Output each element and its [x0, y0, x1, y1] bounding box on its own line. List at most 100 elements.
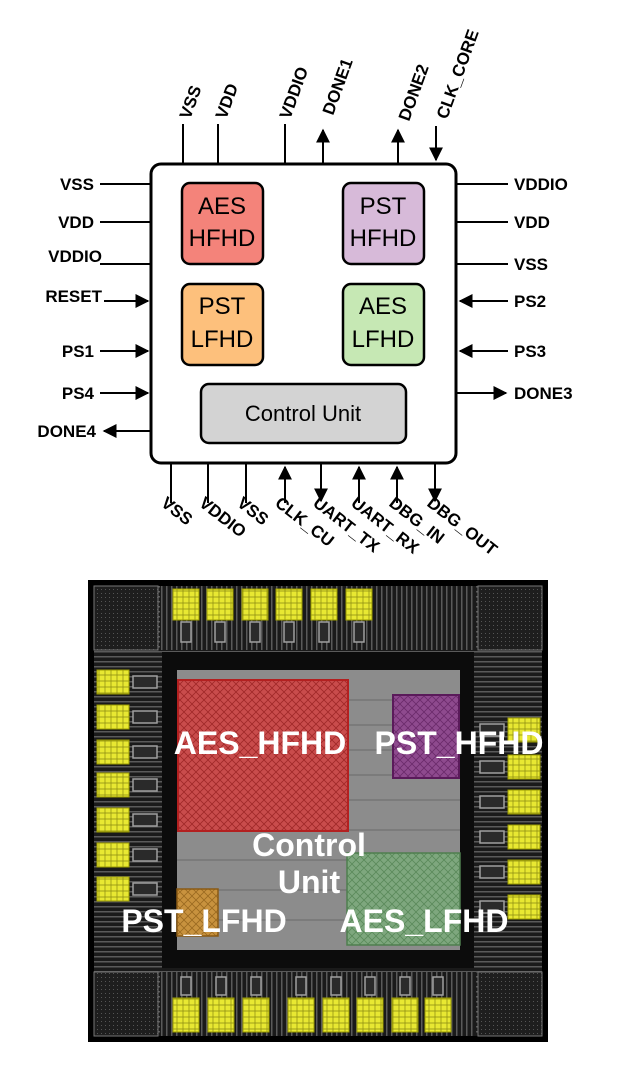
schematic: VSS VDD VDDIO DONE1 DONE2 CLK_CORE VSS V… — [37, 27, 572, 560]
right-pin-ps2: PS2 — [514, 292, 546, 311]
block-pst-lfhd-line2: LFHD — [191, 326, 254, 353]
pad-left-6 — [96, 876, 130, 902]
left-pin-vddio: VDDIO — [48, 247, 102, 266]
pad-cell-right-4 — [479, 865, 505, 879]
left-pin-vdd: VDD — [58, 213, 94, 232]
layout-label-aes-hfhd: AES_HFHD — [174, 725, 346, 761]
block-aes-lfhd-line1: AES — [359, 293, 407, 320]
pad-right-2 — [507, 789, 541, 815]
block-aes-hfhd — [180, 181, 265, 266]
layout-label-pst-lfhd: PST_LFHD — [121, 903, 286, 939]
top-pin-done1: DONE1 — [319, 56, 357, 118]
pad-cell-left-0 — [132, 675, 158, 689]
top-pin-clk-core: CLK_CORE — [433, 27, 483, 121]
pad-top-1 — [206, 588, 234, 621]
left-pin-vss: VSS — [60, 175, 94, 194]
top-pin-vdd: VDD — [212, 81, 242, 121]
pad-cell-right-2 — [479, 795, 505, 809]
pad-right-4 — [507, 859, 541, 885]
layout-pst-lfhd-region — [176, 888, 219, 937]
pad-cell-bottom-7 — [432, 976, 444, 996]
pad-right-5 — [507, 894, 541, 920]
left-pin-done4: DONE4 — [37, 422, 96, 441]
layout-corner-tr — [477, 585, 543, 651]
pad-cell-bottom-2 — [250, 976, 262, 996]
pad-cell-right-3 — [479, 830, 505, 844]
block-control-unit-label: Control Unit — [245, 401, 361, 426]
layout-bond-pads — [96, 588, 541, 1033]
right-pin-done3: DONE3 — [514, 384, 573, 403]
pad-left-4 — [96, 807, 130, 833]
block-aes-hfhd-line1: AES — [198, 193, 246, 220]
right-pin-vss: VSS — [514, 255, 548, 274]
pad-left-1 — [96, 704, 130, 730]
pad-cell-right-0 — [479, 723, 505, 737]
top-pin-done2: DONE2 — [395, 62, 433, 124]
pad-cell-bottom-6 — [399, 976, 411, 996]
pad-right-1 — [507, 754, 541, 780]
layout-corner-bl — [93, 971, 159, 1037]
pad-top-0 — [172, 588, 200, 621]
bottom-pin-vss1: VSS — [158, 493, 197, 529]
block-control-unit — [199, 382, 408, 445]
pad-bottom-0 — [172, 997, 200, 1033]
layout-label-control-1: Control — [252, 827, 366, 863]
layout-pst-hfhd-region — [392, 694, 460, 779]
pad-cell-left-6 — [132, 882, 158, 896]
pad-cell-top-4 — [318, 621, 330, 643]
block-aes-hfhd-line2: HFHD — [189, 225, 256, 252]
pad-bottom-1 — [207, 997, 235, 1033]
pad-top-5 — [345, 588, 373, 621]
layout-label-pst-hfhd: PST_HFHD — [375, 725, 544, 761]
pad-bottom-3 — [287, 997, 315, 1033]
layout-aes-hfhd-region — [177, 679, 349, 832]
layout-aes-lfhd-region — [346, 852, 461, 946]
pad-left-3 — [96, 772, 130, 798]
block-pst-hfhd-line1: PST — [360, 193, 407, 220]
pad-cell-left-4 — [132, 813, 158, 827]
pad-cell-right-1 — [479, 760, 505, 774]
pad-top-4 — [310, 588, 338, 621]
pad-cell-bottom-1 — [215, 976, 227, 996]
right-pin-ps3: PS3 — [514, 342, 546, 361]
top-pin-vddio: VDDIO — [276, 64, 312, 121]
pad-top-3 — [275, 588, 303, 621]
pad-cell-bottom-0 — [180, 976, 192, 996]
block-pst-lfhd-line1: PST — [199, 293, 246, 320]
pad-cell-left-5 — [132, 848, 158, 862]
pad-cell-bottom-5 — [364, 976, 376, 996]
pad-right-0 — [507, 717, 541, 743]
layout-corner-tl — [93, 585, 159, 651]
pad-bottom-4 — [322, 997, 350, 1033]
pad-cell-top-3 — [283, 621, 295, 643]
layout-label-control-2: Unit — [278, 864, 341, 900]
pad-right-3 — [507, 824, 541, 850]
layout-label-aes-lfhd: AES_LFHD — [340, 903, 509, 939]
block-pst-lfhd — [180, 282, 265, 367]
pad-cell-left-1 — [132, 710, 158, 724]
pad-cell-top-2 — [249, 621, 261, 643]
pad-top-2 — [241, 588, 269, 621]
pad-cell-bottom-3 — [295, 976, 307, 996]
pad-left-0 — [96, 669, 130, 695]
top-pin-vss: VSS — [176, 83, 205, 121]
pad-cell-left-2 — [132, 745, 158, 759]
pad-cell-bottom-4 — [330, 976, 342, 996]
pad-bottom-7 — [424, 997, 452, 1033]
pad-cell-left-3 — [132, 778, 158, 792]
layout: AES_HFHD PST_HFHD Control Unit PST_LFHD … — [88, 580, 548, 1042]
pad-cell-top-5 — [353, 621, 365, 643]
pad-cell-right-5 — [479, 900, 505, 914]
pad-cell-top-1 — [214, 621, 226, 643]
pad-left-2 — [96, 739, 130, 765]
right-pin-vddio: VDDIO — [514, 175, 568, 194]
left-pin-ps4: PS4 — [62, 384, 95, 403]
layout-corner-br — [477, 971, 543, 1037]
pad-bottom-6 — [391, 997, 419, 1033]
pad-left-5 — [96, 842, 130, 868]
pad-bottom-2 — [242, 997, 270, 1033]
block-aes-lfhd — [341, 282, 426, 367]
left-pin-ps1: PS1 — [62, 342, 94, 361]
